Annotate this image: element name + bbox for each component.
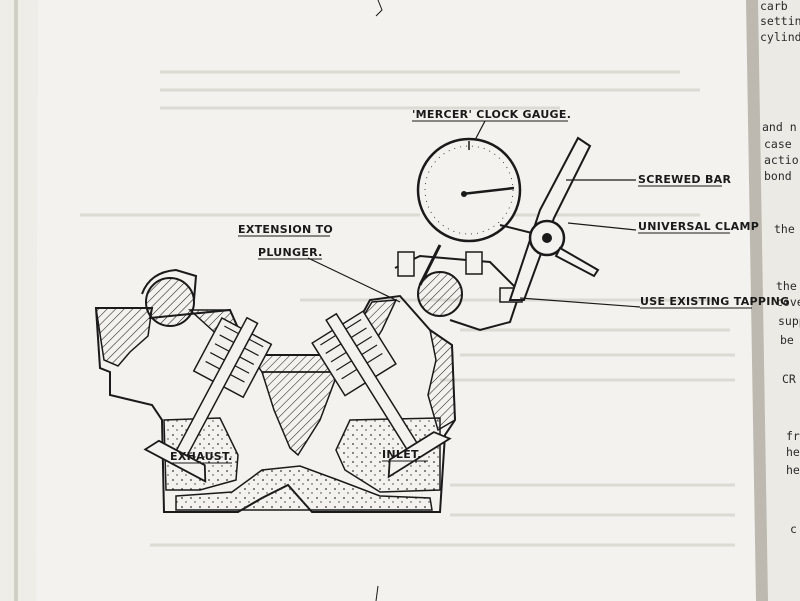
stud-right xyxy=(465,251,483,275)
exhaust-valve-head xyxy=(143,439,207,483)
leader-lines xyxy=(307,120,641,308)
gauge-stem xyxy=(418,244,442,286)
facing-text-5: case xyxy=(764,137,792,151)
inlet-port xyxy=(335,417,441,493)
label-use-existing-tapping: USE EXISTING TAPPING xyxy=(640,295,789,308)
facing-text-15: he xyxy=(786,445,800,459)
clock-gauge xyxy=(416,137,553,286)
label-inlet: INLET. xyxy=(382,448,422,461)
page-mark-bottom xyxy=(375,585,379,601)
label-extension-line1: EXTENSION TO xyxy=(238,223,333,236)
facing-page-text: carb settin cylind and n case actio bond… xyxy=(760,0,800,536)
page-mark-top xyxy=(375,0,383,17)
leader-extension-plunger xyxy=(307,257,401,303)
leader-clock-gauge xyxy=(474,120,486,141)
exhaust-port xyxy=(163,417,239,491)
leader-use-existing-tapping xyxy=(519,297,641,308)
gutter-shadow xyxy=(746,0,770,601)
facing-text-11: supp xyxy=(778,314,800,328)
label-exhaust: EXHAUST. xyxy=(170,450,233,463)
exhaust-rocker-cover xyxy=(141,268,198,301)
facing-text-16: he xyxy=(786,463,800,477)
facing-text-9: the xyxy=(776,279,797,293)
gauge-needle-pivot xyxy=(461,191,467,197)
facing-text-3: cylind xyxy=(760,30,800,44)
facing-text-6: actio xyxy=(764,153,799,167)
leader-universal-clamp xyxy=(567,222,637,231)
facing-text-14: fr xyxy=(786,429,800,443)
inlet-rocker-shaft xyxy=(417,271,463,317)
label-universal-clamp: UNIVERSAL CLAMP xyxy=(638,220,759,233)
label-screwed-bar: SCREWED BAR xyxy=(638,173,731,186)
clamp-handle xyxy=(554,246,600,278)
label-clock-gauge: 'MERCER' CLOCK GAUGE. xyxy=(412,108,571,121)
gauge-dial xyxy=(416,137,522,243)
left-page-shadow xyxy=(14,0,18,601)
label-extension-line2: PLUNGER. xyxy=(258,246,323,259)
cylinder-head-diagram: 'MERCER' CLOCK GAUGE. SCREWED BAR UNIVER… xyxy=(94,108,789,513)
left-page-edge xyxy=(0,0,40,601)
universal-clamp xyxy=(528,219,600,278)
clamp-centre xyxy=(542,233,552,243)
exhaust-valve-assembly xyxy=(143,316,273,483)
facing-text-8: the xyxy=(774,222,795,236)
facing-text-2: settin xyxy=(760,14,800,28)
inlet-valve-assembly xyxy=(311,310,452,479)
gauge-needle xyxy=(461,186,515,196)
facing-text-4: and n xyxy=(762,120,797,134)
facing-text-10: cove xyxy=(776,295,800,309)
facing-text-17: c xyxy=(790,522,797,536)
facing-text-7: bond xyxy=(764,169,792,183)
facing-page xyxy=(758,0,800,601)
facing-text-13: CR xyxy=(782,372,796,386)
combustion-chamber xyxy=(175,465,433,511)
exhaust-rocker-shaft xyxy=(145,277,195,327)
screwed-bar xyxy=(508,136,592,301)
stud-left xyxy=(397,251,415,277)
facing-text-1: carb xyxy=(760,0,788,13)
facing-text-12: be xyxy=(780,333,794,347)
gauge-ticks xyxy=(424,145,514,235)
inlet-valve-head xyxy=(387,431,452,479)
